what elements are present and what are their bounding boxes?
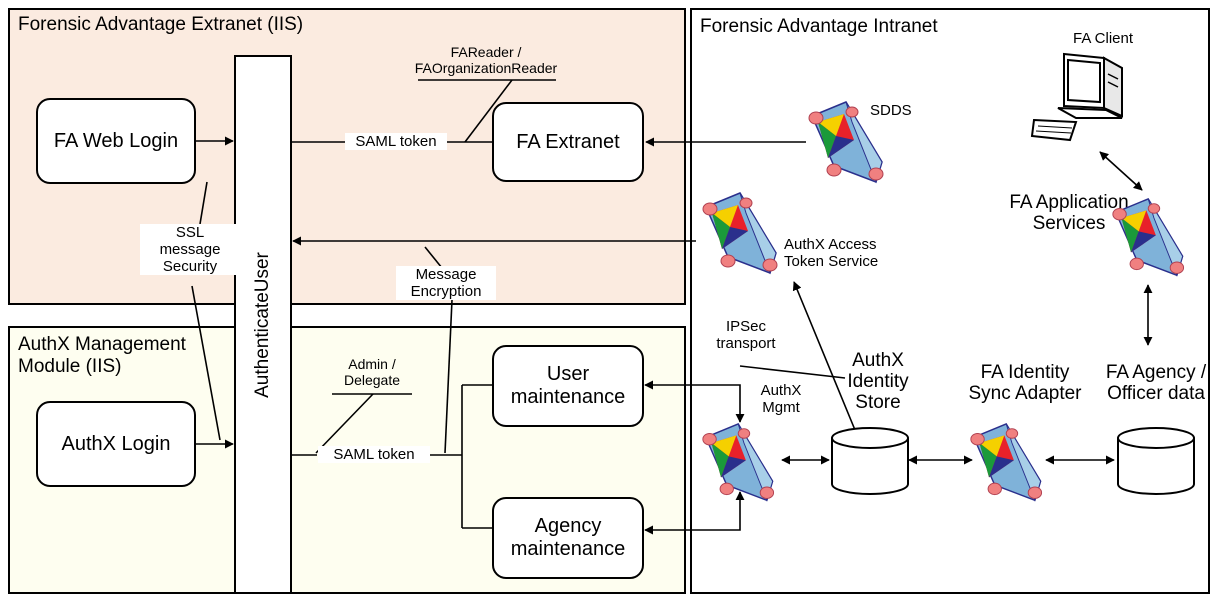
fa-client-computer-icon[interactable] [1030,52,1130,144]
extranet-zone-title: Forensic Advantage Extranet (IIS) [18,14,304,35]
ssl-message-security-label: SSL message Security [140,224,240,275]
authenticate-user-box[interactable]: AuthenticateUser [234,55,292,594]
sdds-service-icon[interactable] [806,90,896,200]
saml-token-top-label: SAML token [345,133,447,150]
fareader-label: FAReader / FAOrganizationReader [414,44,558,76]
ipsec-transport-label: IPSec transport [716,318,776,352]
authx-mgmt-service-icon[interactable] [700,415,786,515]
authx-identity-store-label: AuthX Identity Store [847,350,909,413]
authx-access-token-service-label: AuthX Access Token Service [784,236,879,270]
fa-agency-officer-database-icon[interactable] [1114,426,1198,498]
saml-token-bottom-label: SAML token [318,446,430,463]
authx-login-box[interactable]: AuthX Login [36,401,196,487]
message-encryption-label: Message Encryption [396,266,496,300]
fa-extranet-box[interactable]: FA Extranet [492,102,644,182]
sdds-label: SDDS [870,102,912,119]
fa-application-services-icon[interactable] [1110,190,1196,290]
fa-client-label: FA Client [1072,30,1134,47]
intranet-zone-title: Forensic Advantage Intranet [700,16,938,37]
authx-mgmt-label: AuthX Mgmt [760,382,802,416]
authx-access-token-service-icon[interactable] [700,186,790,286]
admin-delegate-label: Admin / Delegate [343,356,401,388]
intranet-zone: Forensic Advantage Intranet [690,8,1210,594]
agency-maintenance-box[interactable]: Agency maintenance [492,497,644,579]
fa-identity-sync-adapter-icon[interactable] [968,415,1054,515]
user-maintenance-box[interactable]: User maintenance [492,345,644,427]
fa-identity-sync-adapter-label: FA Identity Sync Adapter [968,362,1082,404]
authx-zone-title: AuthX Management Module (IIS) [18,334,186,377]
fa-web-login-box[interactable]: FA Web Login [36,98,196,184]
authx-identity-store-database-icon[interactable] [828,426,912,498]
fa-agency-officer-data-label: FA Agency / Officer data [1105,362,1207,404]
fa-application-services-label: FA Application Services [1009,192,1129,234]
